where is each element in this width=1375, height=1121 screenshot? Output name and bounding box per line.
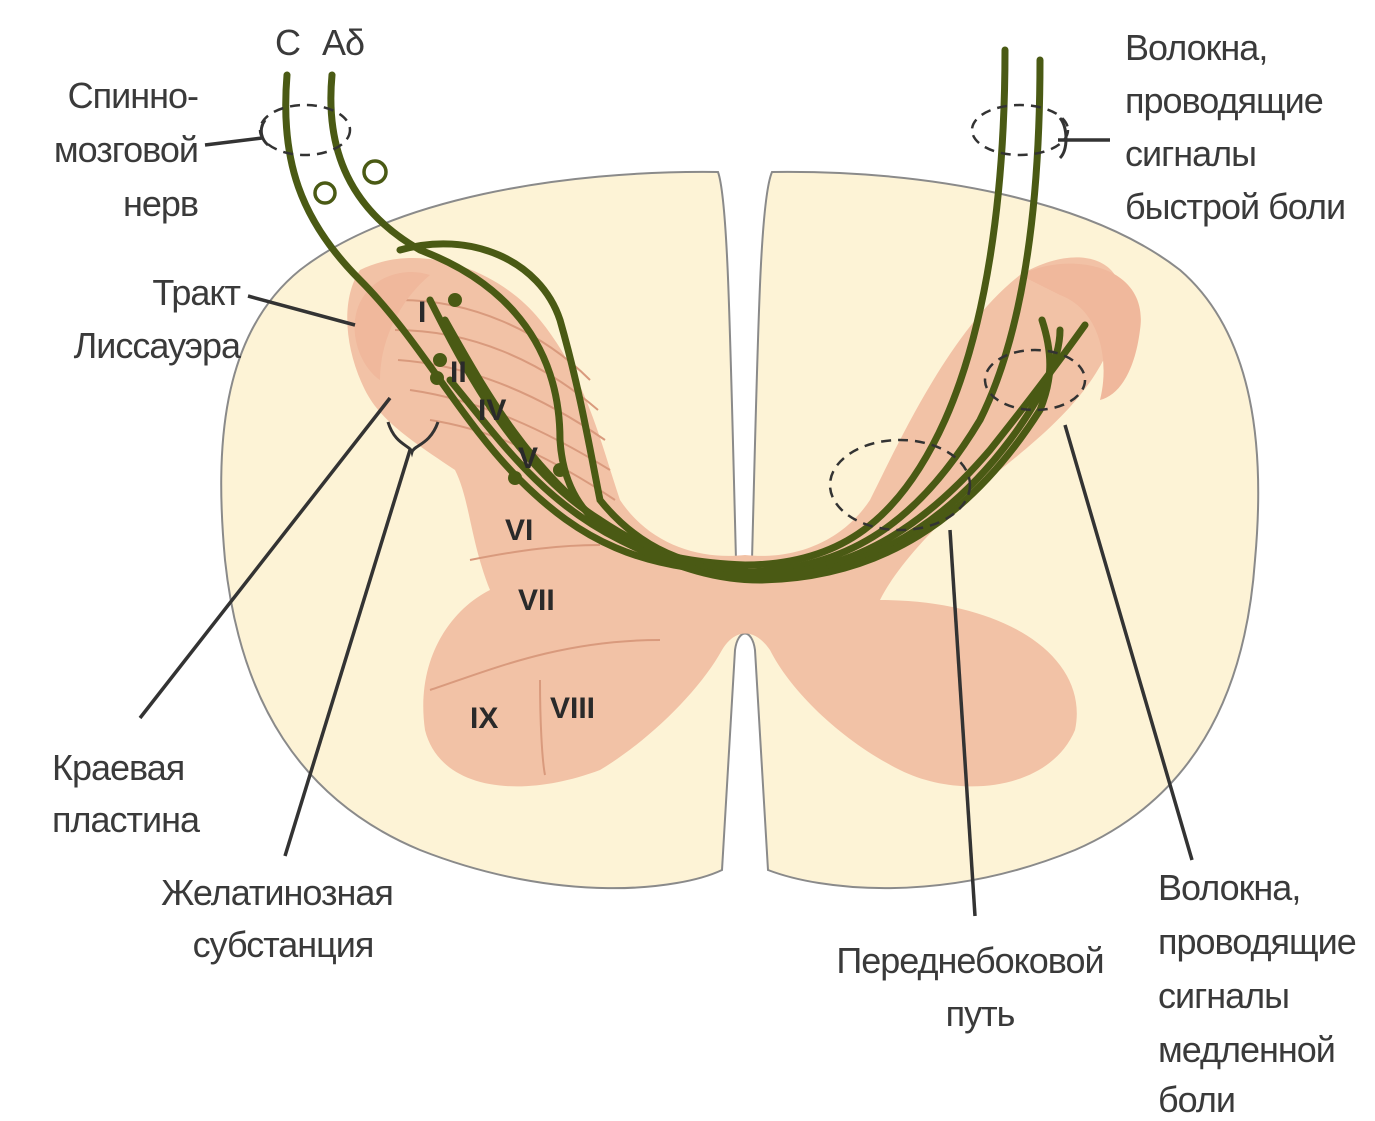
lamina-label: V (518, 442, 538, 475)
label-line: Лиссауэра (74, 325, 242, 366)
lamina-label: VI (505, 514, 533, 547)
label-line: Спинно- (68, 75, 198, 116)
label-line: Краевая (52, 747, 184, 788)
label-line: боли (1158, 1079, 1235, 1120)
label-line: быстрой боли (1125, 186, 1345, 227)
label-line: пластина (52, 799, 201, 840)
ganglion-cell (315, 183, 335, 203)
terminal-dot (553, 463, 567, 477)
label-line: Волокна, (1125, 27, 1267, 68)
label-line: нерв (123, 183, 198, 224)
label-line: путь (946, 993, 1015, 1034)
c-fiber-label: C (275, 22, 300, 63)
lamina-label: VIII (550, 692, 595, 725)
marginal-lamina-label: Краевая пластина (52, 747, 201, 840)
terminal-dot (430, 371, 444, 385)
fiber-type-labels: C Aδ (275, 22, 364, 63)
fast-pain-bundle (972, 105, 1068, 155)
lissauer-tract-label: Тракт Лиссауэра (74, 272, 242, 366)
spinal-nerve-label: Спинно- мозговой нерв (54, 75, 198, 224)
terminal-dot (433, 353, 447, 367)
fast-pain-fibers-label: Волокна, проводящие сигналы быстрой боли (1125, 27, 1345, 227)
label-line: Переднебоковой (836, 940, 1103, 981)
slow-pain-fibers-label: Волокна, проводящие сигналы медленной бо… (1158, 867, 1356, 1120)
label-line: Желатинозная (161, 872, 393, 913)
label-line: мозговой (54, 129, 198, 170)
label-line: проводящие (1158, 921, 1356, 962)
label-line: проводящие (1125, 80, 1323, 121)
label-line: Волокна, (1158, 867, 1300, 908)
lamina-label: IX (470, 702, 498, 735)
lamina-label: I (418, 296, 426, 329)
label-line: субстанция (193, 924, 374, 965)
lamina-label: IV (478, 394, 506, 427)
lamina-label: II (450, 356, 467, 389)
gelatinous-substance-label: Желатинозная субстанция (161, 872, 393, 965)
anterolateral-pathway-label: Переднебоковой путь (836, 940, 1103, 1034)
ganglion-cell (364, 161, 386, 183)
label-line: сигналы (1158, 975, 1289, 1016)
terminal-dot (448, 293, 462, 307)
label-line: Тракт (152, 272, 240, 313)
a-delta-fiber-label: Aδ (322, 22, 364, 63)
label-line: сигналы (1125, 133, 1256, 174)
lamina-label: VII (518, 584, 555, 617)
label-line: медленной (1158, 1029, 1335, 1070)
